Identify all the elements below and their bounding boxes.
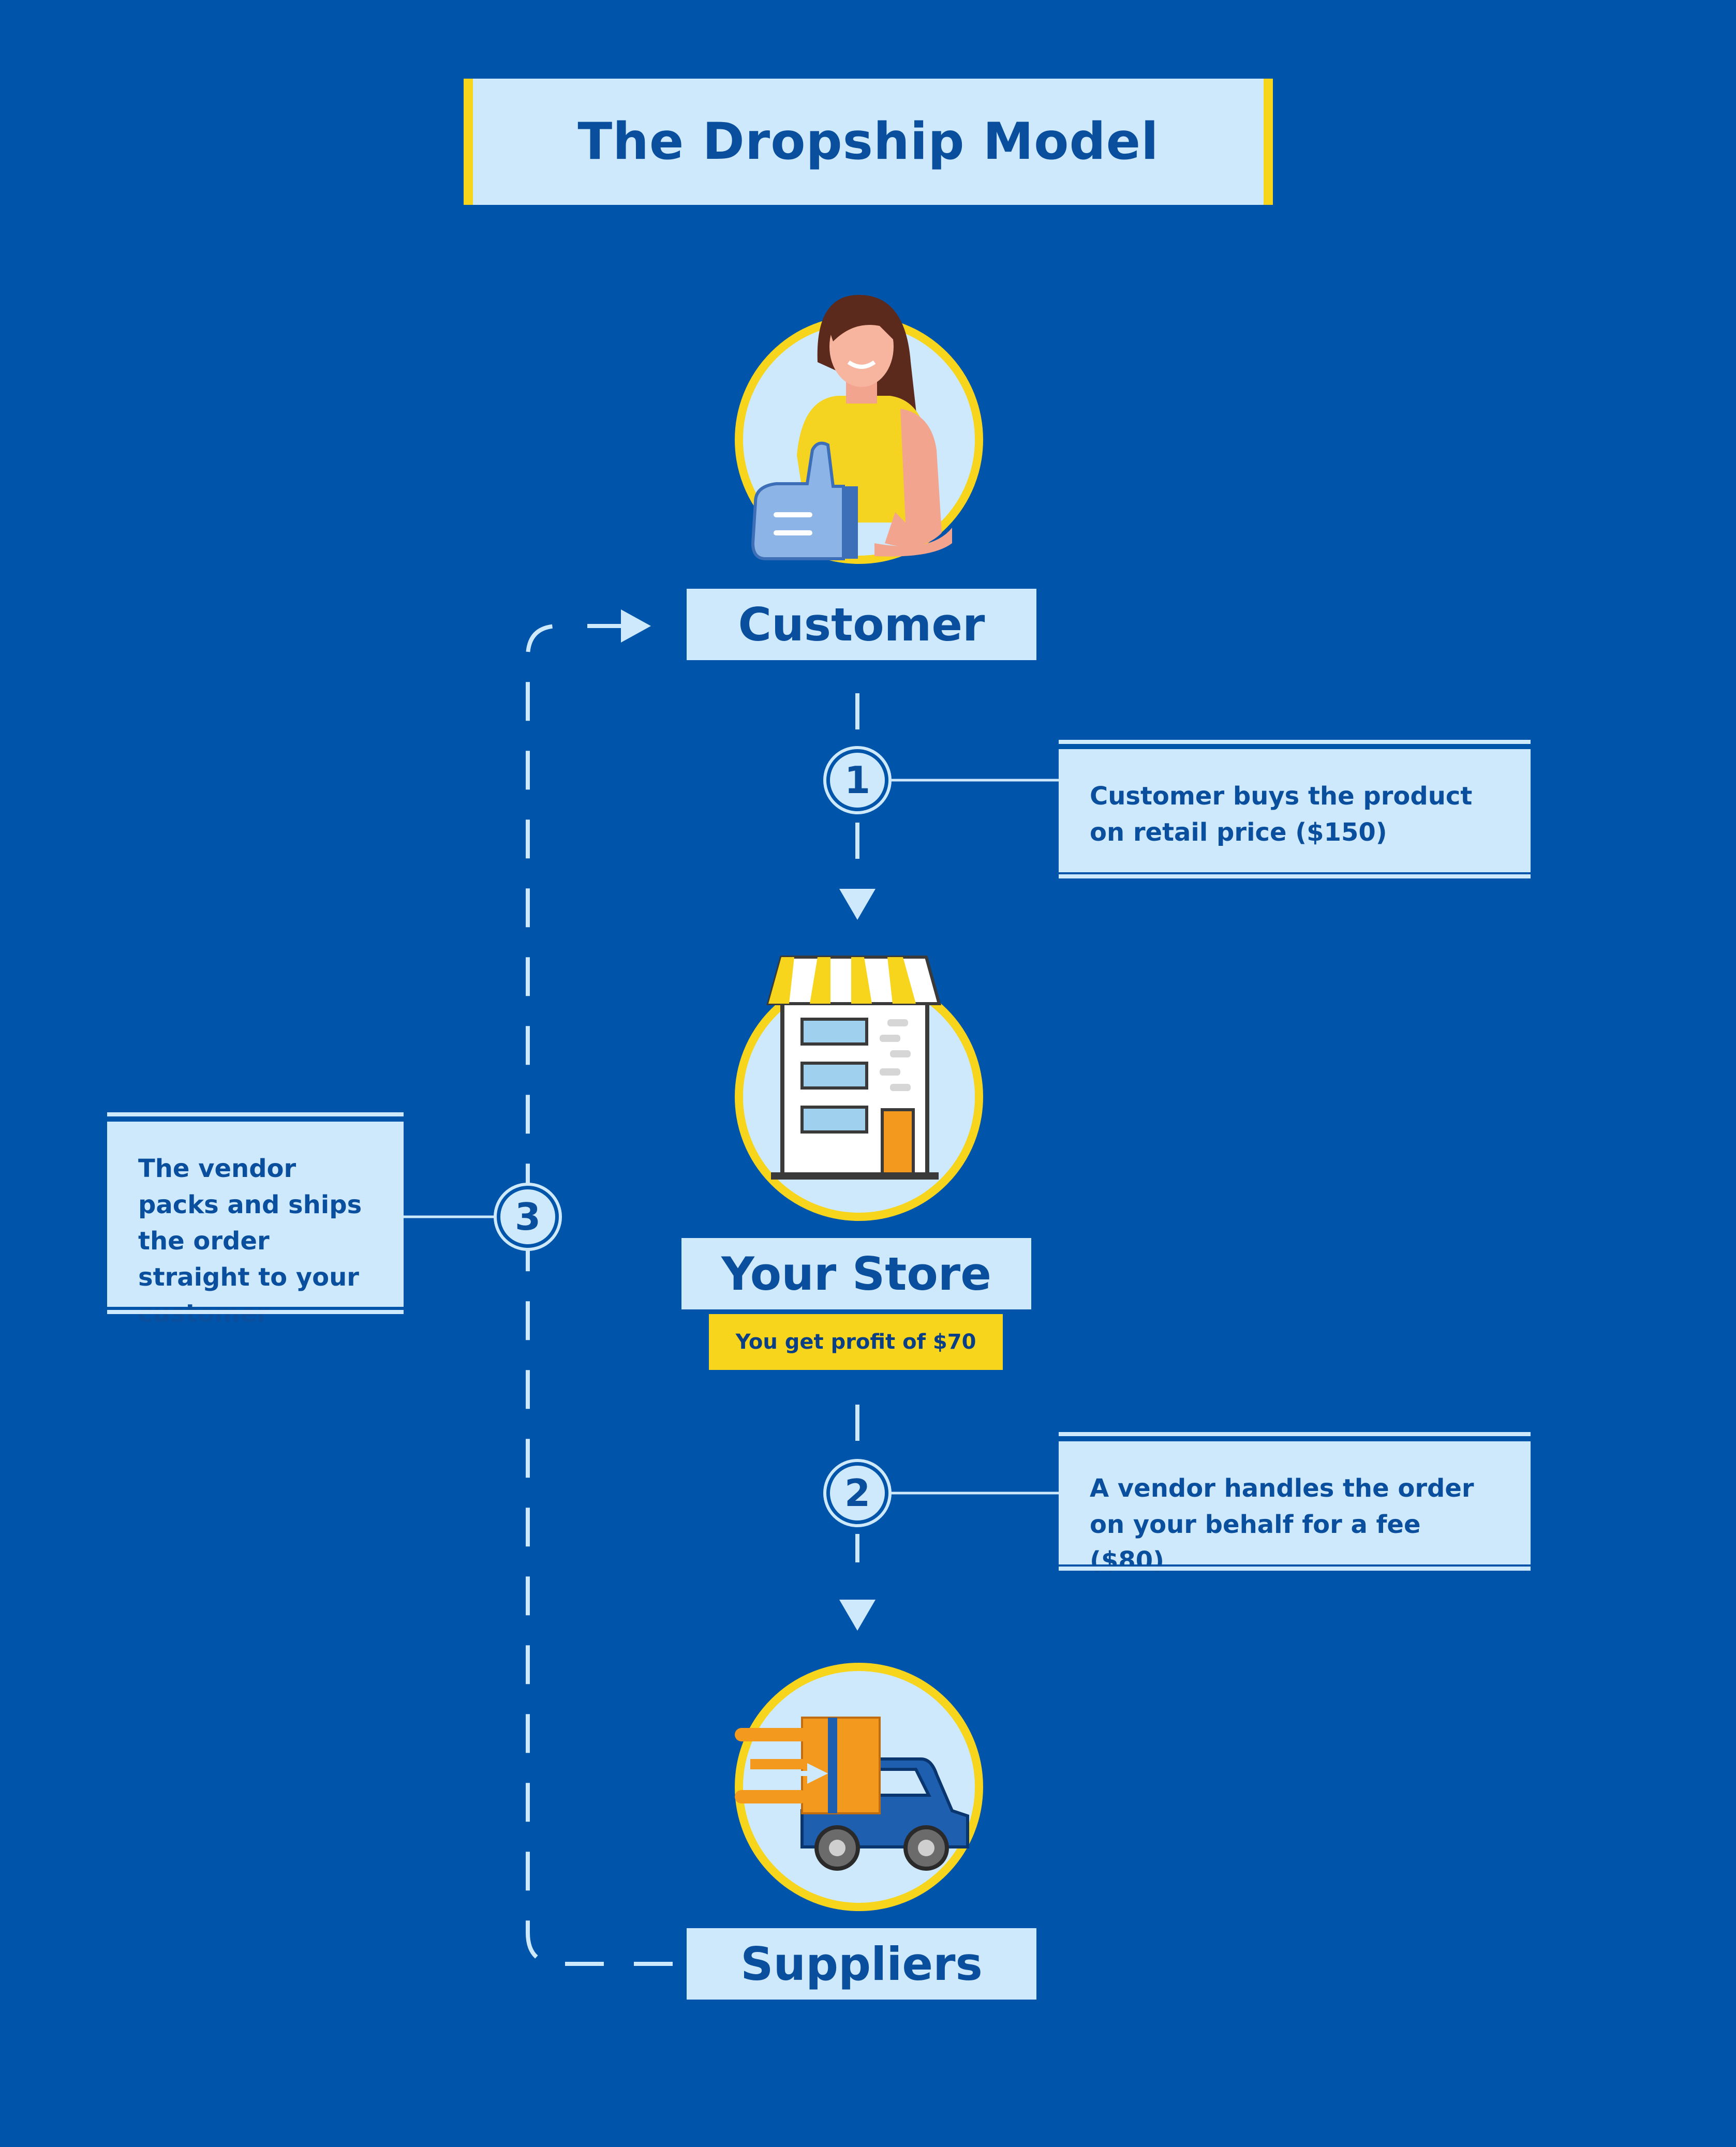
profit-underline <box>709 1366 1003 1369</box>
customer-icon <box>735 295 983 564</box>
profit-badge: You get profit of $70 <box>709 1314 1003 1370</box>
store-icon <box>735 956 983 1221</box>
step-1-circle: 1 <box>826 749 888 811</box>
store-label: Your Store <box>721 1247 991 1301</box>
step2-bottom-rule <box>1059 1567 1531 1571</box>
step-3-note: The vendor packs and ships the order str… <box>107 1122 404 1328</box>
step-3-text: The vendor packs and ships the order str… <box>138 1154 362 1328</box>
step1-bottom-rule <box>1059 874 1531 878</box>
title-banner: The Dropship Model <box>464 79 1273 205</box>
store-label-box: Your Store <box>681 1238 1031 1309</box>
step-1-text: Customer buys the product on retail pric… <box>1090 782 1473 847</box>
step3-bottom-rule <box>107 1310 404 1314</box>
suppliers-label: Suppliers <box>740 1937 983 1991</box>
suppliers-label-box: Suppliers <box>687 1928 1036 2000</box>
step-1-note: Customer buys the product on retail pric… <box>1059 749 1531 872</box>
step1-top-rule <box>1059 740 1531 744</box>
profit-text: You get profit of $70 <box>735 1330 976 1354</box>
arrow-right-customer <box>621 609 651 643</box>
page-title: The Dropship Model <box>577 112 1159 171</box>
connector-return-loop <box>526 624 673 1966</box>
step-3-number: 3 <box>514 1195 541 1239</box>
step-2-text: A vendor handles the order on your behal… <box>1090 1474 1474 1575</box>
customer-label-box: Customer <box>687 589 1036 660</box>
step-3-circle: 3 <box>497 1186 559 1248</box>
step2-top-rule <box>1059 1432 1531 1436</box>
step-1-number: 1 <box>844 758 871 802</box>
step-2-note: A vendor handles the order on your behal… <box>1059 1441 1531 1575</box>
arrow-down-store <box>839 889 876 920</box>
delivery-truck-icon <box>735 1663 983 1911</box>
customer-label: Customer <box>738 598 985 651</box>
step-2-number: 2 <box>844 1471 871 1515</box>
arrow-down-suppliers <box>839 1600 876 1631</box>
step-2-circle: 2 <box>826 1462 888 1524</box>
step3-top-rule <box>107 1112 404 1116</box>
